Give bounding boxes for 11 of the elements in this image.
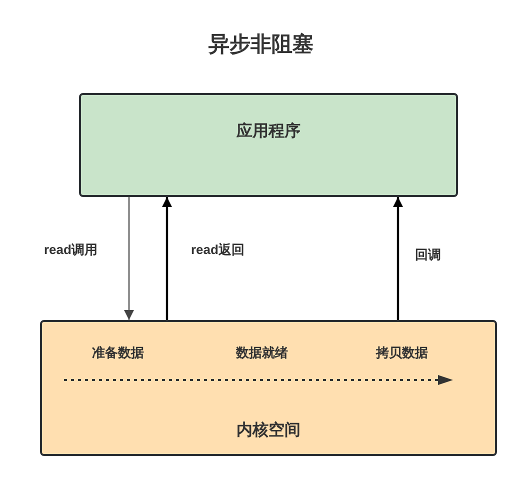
arrow xyxy=(162,197,172,320)
stage-label: 数据就绪 xyxy=(234,344,289,362)
edge-label: read调用 xyxy=(44,241,98,259)
process-box: 应用程序 xyxy=(79,93,458,197)
stage-label: 准备数据 xyxy=(91,344,145,362)
edge-label: read返回 xyxy=(191,241,244,259)
arrow xyxy=(393,197,403,320)
edge-label: 回调 xyxy=(415,246,441,264)
arrow xyxy=(124,197,134,320)
stage-label: 拷贝数据 xyxy=(374,344,429,362)
title: 异步非阻塞 xyxy=(208,32,314,58)
